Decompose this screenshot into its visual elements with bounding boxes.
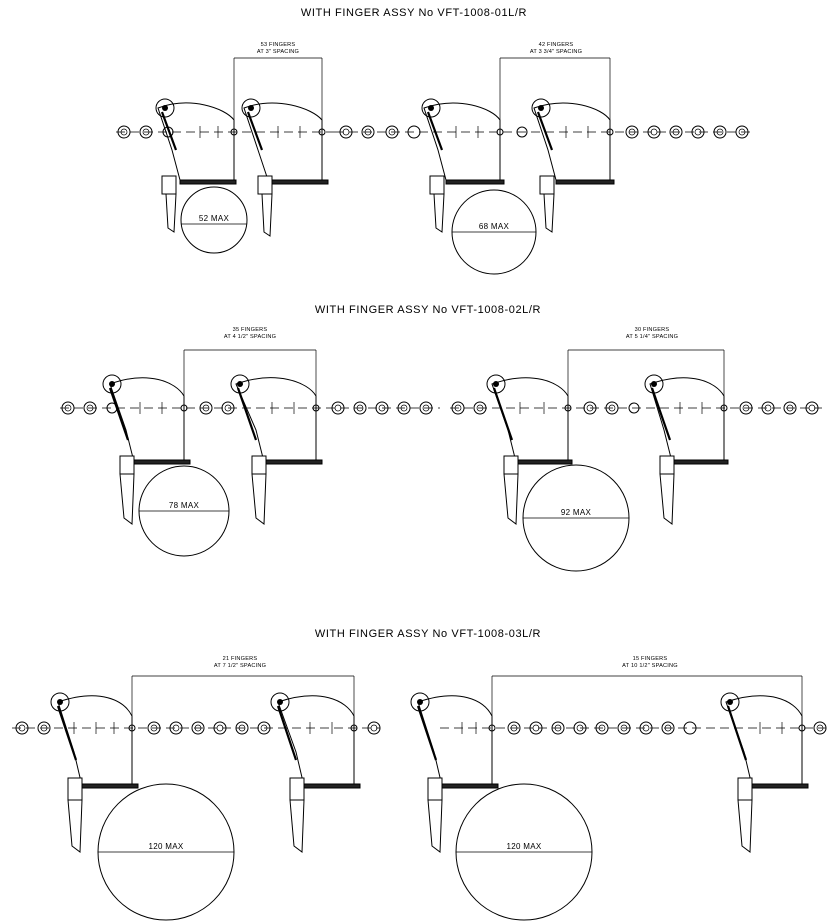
assembly-01-b: 42 FINGERS AT 3 3/4" SPACING [335, 42, 755, 275]
finger [241, 98, 329, 237]
section-03: WITH FINGER ASSY No VFT-1008-03L/R 21 FI… [12, 628, 827, 921]
product-max-circle: 92 MAX [522, 464, 630, 572]
finger [644, 374, 729, 525]
finger [486, 374, 573, 525]
finger [720, 692, 809, 853]
section-title: WITH FINGER ASSY No VFT-1008-01L/R [301, 7, 527, 19]
finger-spacing-label: AT 10 1/2" SPACING [622, 663, 678, 669]
chain [450, 401, 822, 415]
spacing-dimension [183, 349, 317, 408]
finger-count-label: 30 FINGERS [635, 327, 670, 333]
finger-count-label: 53 FINGERS [261, 42, 296, 48]
max-diameter-label: 120 MAX [506, 842, 541, 851]
section-title: WITH FINGER ASSY No VFT-1008-02L/R [315, 304, 541, 316]
spacing-dimension [131, 675, 355, 728]
assembly-02-a: 35 FINGERS AT 4 1/2" SPACING [60, 327, 440, 557]
max-diameter-label: 52 MAX [199, 214, 230, 223]
finger [270, 692, 361, 853]
finger-count-label: 42 FINGERS [539, 42, 574, 48]
section-01: WITH FINGER ASSY No VFT-1008-01L/R 53 FI… [116, 7, 755, 275]
spacing-dimension [491, 675, 803, 728]
assembly-01-a: 53 FINGERS AT 3" SPACING [116, 42, 335, 254]
finger-spacing-label: AT 5 1/4" SPACING [626, 334, 678, 340]
product-max-circle: 68 MAX [451, 189, 537, 275]
finger [531, 98, 615, 233]
chain [440, 721, 827, 735]
assembly-03-a: 21 FINGERS AT 7 1/2" SPACING [12, 656, 381, 921]
section-title: WITH FINGER ASSY No VFT-1008-03L/R [315, 628, 541, 640]
finger-spacing-label: AT 7 1/2" SPACING [214, 663, 266, 669]
finger-count-label: 21 FINGERS [223, 656, 258, 662]
max-diameter-label: 68 MAX [479, 222, 510, 231]
finger [155, 98, 237, 233]
product-max-circle: 120 MAX [455, 783, 593, 921]
finger [102, 374, 191, 525]
chain [116, 125, 335, 139]
product-max-circle: 78 MAX [138, 465, 230, 557]
finger-count-label: 35 FINGERS [233, 327, 268, 333]
max-diameter-label: 78 MAX [169, 501, 200, 510]
max-diameter-label: 92 MAX [561, 508, 592, 517]
assembly-03-b: 15 FINGERS AT 10 1/2" SPACING [410, 656, 827, 921]
product-max-circle: 52 MAX [180, 186, 248, 254]
product-max-circle: 120 MAX [97, 783, 235, 921]
assembly-02-b: 30 FINGERS AT 5 1/4" SPACING [450, 327, 822, 572]
chain [12, 721, 381, 735]
finger-spacing-label: AT 3" SPACING [257, 49, 299, 55]
spacing-dimension [233, 57, 323, 132]
chain [60, 401, 440, 415]
finger-spacing-label: AT 3 3/4" SPACING [530, 49, 582, 55]
finger [230, 374, 323, 525]
finger-count-label: 15 FINGERS [633, 656, 668, 662]
finger [410, 692, 499, 853]
finger [50, 692, 139, 853]
finger [421, 98, 505, 233]
max-diameter-label: 120 MAX [148, 842, 183, 851]
section-02: WITH FINGER ASSY No VFT-1008-02L/R 35 FI… [60, 304, 822, 572]
spacing-dimension [499, 57, 611, 132]
finger-spacing-label: AT 4 1/2" SPACING [224, 334, 276, 340]
